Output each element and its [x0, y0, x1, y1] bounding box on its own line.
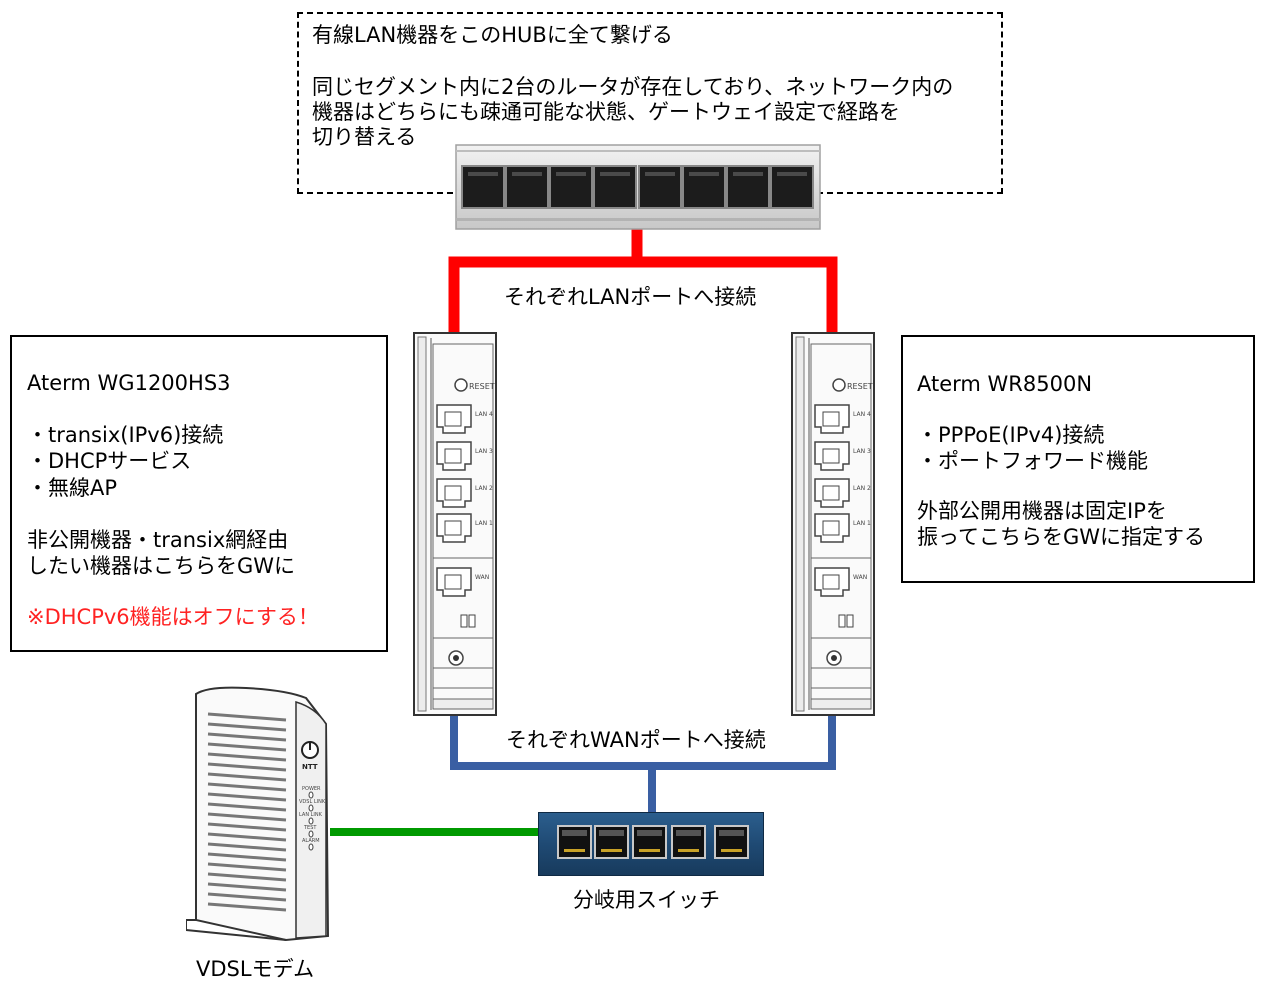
- router-left-feature: ・transix(IPv6)接続: [27, 423, 224, 447]
- svg-text:LAN 3: LAN 3: [475, 448, 493, 455]
- lan-cable: [448, 228, 643, 332]
- svg-text:WAN: WAN: [475, 574, 489, 581]
- hub-device-graphic: [455, 144, 821, 230]
- vdsl-modem-label: VDSLモデム: [196, 957, 315, 981]
- reset-label: RESET: [847, 382, 873, 391]
- router-left-graphic: RESET LAN 4 LAN 3 LAN 2 LAN 1 WAN: [413, 332, 497, 716]
- router-right-name: Aterm WR8500N: [917, 372, 1093, 396]
- svg-text:LAN 2: LAN 2: [853, 485, 871, 492]
- svg-text:LAN 2: LAN 2: [475, 485, 493, 492]
- lan-cable: [637, 256, 838, 332]
- svg-text:LAN 4: LAN 4: [475, 411, 493, 418]
- svg-text:LAN 1: LAN 1: [475, 520, 493, 527]
- router-right-device: RESET LAN 4 LAN 3 LAN 2 LAN 1 WAN: [791, 332, 875, 716]
- lan-connection-label: それぞれLANポートへ接続: [504, 285, 757, 309]
- router-right-note: 振ってこちらをGWに指定する: [917, 525, 1205, 549]
- router-left-note: したい機器はこちらをGWに: [27, 554, 296, 578]
- svg-text:LAN LINK: LAN LINK: [299, 812, 323, 818]
- wan-cable: [450, 712, 836, 770]
- svg-text:LAN 4: LAN 4: [853, 411, 871, 418]
- branch-switch-graphic: [538, 812, 764, 876]
- router-left-name: Aterm WG1200HS3: [27, 371, 231, 395]
- router-right-feature: ・PPPoE(IPv4)接続: [917, 423, 1105, 447]
- branch-switch-device: [538, 812, 764, 876]
- router-right-info-box: Aterm WR8500N ・PPPoE(IPv4)接続 ・ポートフォワード機能…: [901, 335, 1255, 583]
- router-left-feature: ・無線AP: [27, 476, 118, 500]
- hub-note-line: 同じセグメント内に2台のルータが存在しており、ネットワーク内の: [312, 75, 954, 99]
- hub-note-box: 有線LAN機器をこのHUBに全て繋げる 同じセグメント内に2台のルータが存在して…: [297, 12, 1003, 194]
- router-left-note: 非公開機器・transix網経由: [27, 528, 289, 552]
- router-right-graphic: RESET LAN 4 LAN 3 LAN 2 LAN 1 WAN: [791, 332, 875, 716]
- router-left-device: RESET LAN 4 LAN 3 LAN 2 LAN 1 WAN: [413, 332, 497, 716]
- hub-note-title: 有線LAN機器をこのHUBに全て繋げる: [312, 23, 673, 47]
- svg-text:TEST: TEST: [303, 825, 317, 831]
- hub-device: [455, 144, 821, 230]
- hub-note-line: 機器はどちらにも疎通可能な状態、ゲートウェイ設定で経路を: [312, 100, 900, 124]
- svg-text:VDSL LINK: VDSL LINK: [299, 799, 326, 805]
- svg-text:ALARM: ALARM: [302, 838, 320, 844]
- router-left-info-box: Aterm WG1200HS3 ・transix(IPv6)接続 ・DHCPサー…: [10, 335, 388, 652]
- svg-text:WAN: WAN: [853, 574, 867, 581]
- reset-label: RESET: [469, 382, 495, 391]
- hub-note-line: 切り替える: [312, 125, 417, 149]
- modem-brand: NTT: [302, 763, 318, 771]
- router-right-note: 外部公開用機器は固定IPを: [917, 499, 1167, 523]
- router-left-warning: ※DHCPv6機能はオフにする！: [27, 605, 319, 629]
- vdsl-modem-graphic: NTT POWER VDSL LINK LAN LINK TEST ALARM: [186, 686, 330, 942]
- wan-connection-label: それぞれWANポートへ接続: [506, 728, 766, 752]
- vdsl-modem-device: NTT POWER VDSL LINK LAN LINK TEST ALARM: [186, 684, 334, 946]
- svg-text:LAN 1: LAN 1: [853, 520, 871, 527]
- svg-text:LAN 3: LAN 3: [853, 448, 871, 455]
- svg-text:POWER: POWER: [302, 786, 321, 792]
- router-right-feature: ・ポートフォワード機能: [917, 449, 1148, 473]
- router-left-feature: ・DHCPサービス: [27, 449, 192, 473]
- branch-switch-label: 分岐用スイッチ: [573, 888, 720, 912]
